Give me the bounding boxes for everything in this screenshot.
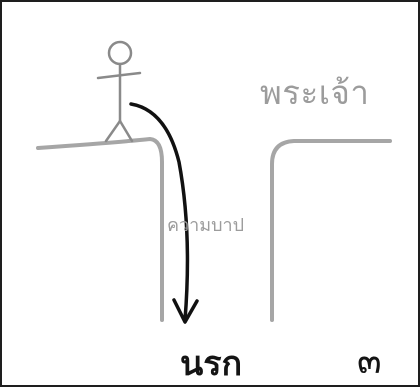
downward-curved-arrow-icon	[129, 102, 199, 324]
god-label: พระเจ้า	[260, 73, 370, 112]
sin-label: ความบาป	[167, 215, 245, 236]
page-number: ๓	[357, 341, 382, 382]
right-cliff	[270, 139, 392, 322]
left-cliff	[36, 136, 164, 322]
hell-label: นรก	[180, 344, 243, 384]
stick-figure-icon	[96, 40, 142, 143]
